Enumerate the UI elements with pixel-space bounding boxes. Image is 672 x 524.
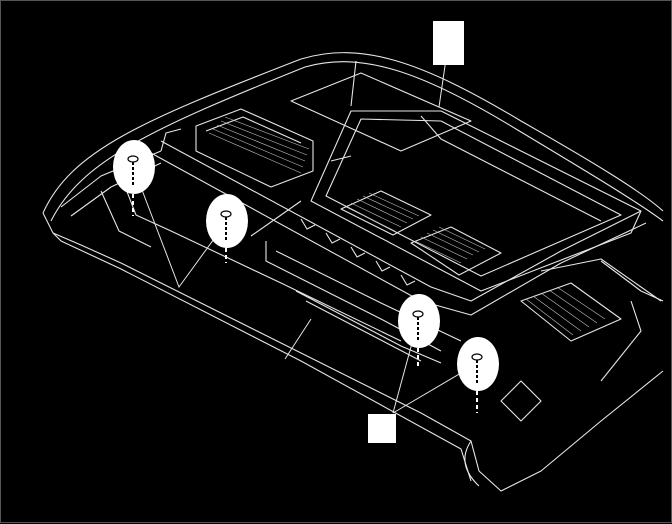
leader-lines — [133, 58, 479, 414]
leader-line-screws-left — [133, 168, 228, 289]
screw-2 — [206, 194, 248, 263]
callouts — [368, 21, 464, 443]
callout-top — [433, 21, 464, 65]
roof-outline — [42, 52, 664, 492]
screw-1 — [113, 140, 155, 216]
screw-4 — [457, 337, 499, 413]
callout-bottom — [368, 414, 396, 443]
vent-grille-hatching — [208, 116, 606, 336]
leader-line-lower — [284, 318, 312, 360]
screw-3 — [398, 294, 440, 369]
leader-line-top — [438, 58, 447, 108]
screw-group — [113, 140, 499, 413]
